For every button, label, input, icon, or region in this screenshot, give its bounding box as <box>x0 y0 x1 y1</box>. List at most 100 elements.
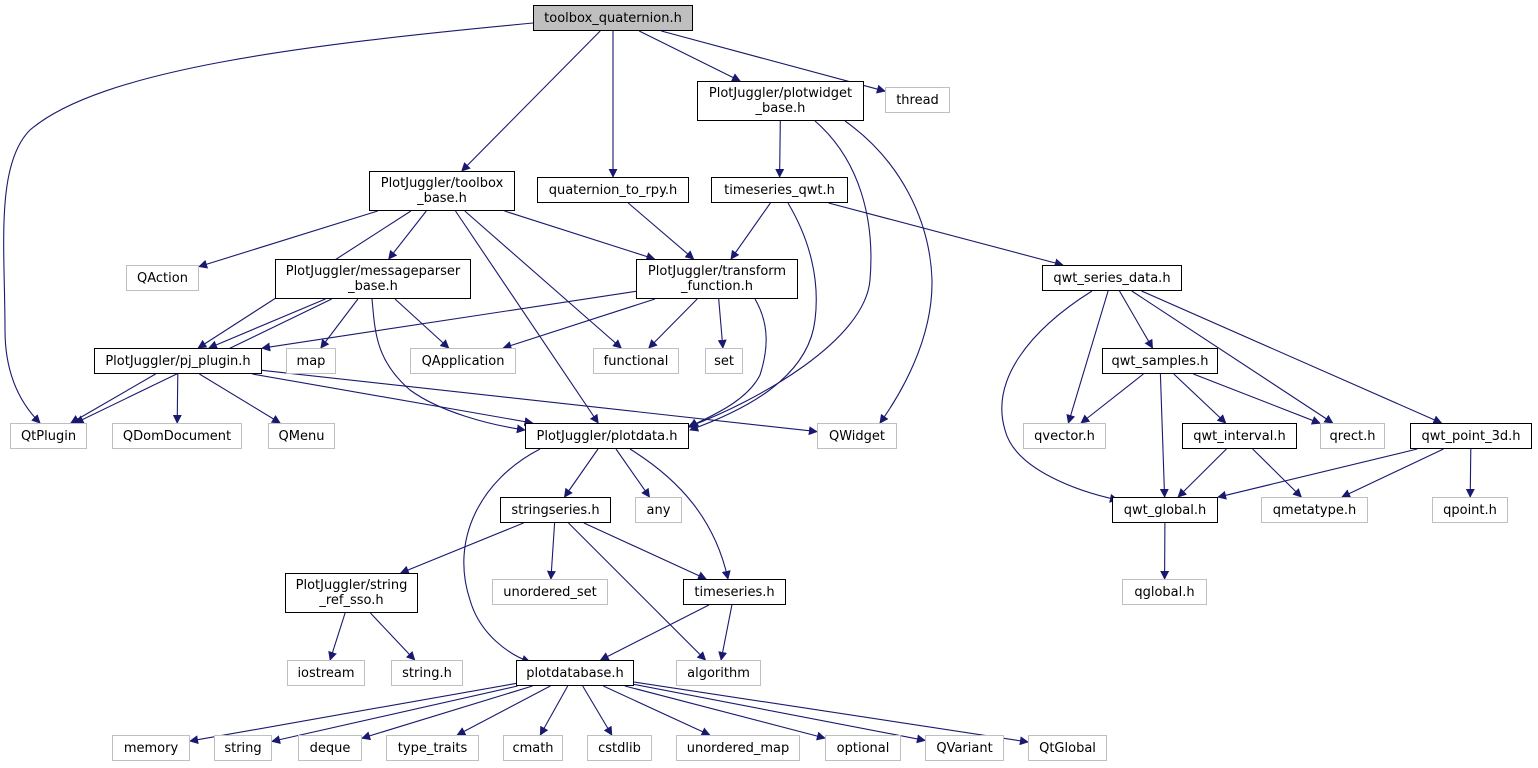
node-qdomdocument: QDomDocument <box>112 423 242 449</box>
edge-qwt-series-data-to-qwt-point-3d <box>1141 290 1443 424</box>
edge-stringseries-to-algorithm <box>568 522 707 661</box>
node-toolbox-quaternion[interactable]: toolbox_quaternion.h <box>533 5 693 31</box>
node-map: map <box>286 348 336 374</box>
edge-qwt-series-data-to-qwt-samples <box>1119 290 1153 349</box>
node-unordered-set: unordered_set <box>492 579 608 605</box>
node-qpoint: qpoint.h <box>1432 497 1508 523</box>
edge-pj-plugin-to-qmenu <box>199 373 281 424</box>
node-plotwidget-base[interactable]: PlotJuggler/plotwidget _base.h <box>697 81 864 121</box>
node-string-h: string.h <box>391 660 463 686</box>
node-set: set <box>705 348 743 374</box>
node-qvector: qvector.h <box>1023 423 1106 449</box>
edge-transform-function-to-qapplication <box>502 298 656 350</box>
edge-toolbox-base-to-messageparser-base <box>388 210 427 260</box>
edge-timeseries-qwt-to-transform-function <box>730 202 771 260</box>
node-plotdata[interactable]: PlotJuggler/plotdata.h <box>525 423 689 449</box>
edge-string-ref-sso-to-string-h <box>369 612 416 661</box>
node-memory: memory <box>112 735 190 761</box>
edge-plotdatabase-to-qvariant <box>633 683 926 744</box>
edge-qwt-interval-to-qmetatype <box>1252 448 1302 498</box>
node-string: string <box>214 735 272 761</box>
edge-toolbox-quaternion-to-qtplugin <box>3 22 534 424</box>
node-pj-plugin[interactable]: PlotJuggler/pj_plugin.h <box>94 348 262 374</box>
node-qaction: QAction <box>126 265 199 291</box>
node-qglobal: qglobal.h <box>1122 579 1207 605</box>
node-timeseries[interactable]: timeseries.h <box>683 579 786 605</box>
edge-qwt-point-3d-to-qpoint <box>1465 448 1475 498</box>
edge-plotdatabase-to-deque <box>361 685 533 741</box>
node-qwidget: QWidget <box>817 423 897 449</box>
edge-plotdatabase-to-type-traits <box>456 685 551 736</box>
edge-transform-function-to-functional <box>648 298 698 349</box>
edge-qwt-point-3d-to-qwt-global <box>1217 448 1418 500</box>
node-qwt-interval[interactable]: qwt_interval.h <box>1182 423 1297 449</box>
node-thread: thread <box>885 87 950 113</box>
node-plotdatabase[interactable]: plotdatabase.h <box>516 660 634 686</box>
edge-stringseries-to-unordered-set <box>546 522 556 580</box>
edge-transform-function-to-set <box>717 298 727 349</box>
node-type-traits: type_traits <box>386 735 479 761</box>
edge-stringseries-to-string-ref-sso <box>399 522 524 575</box>
edge-messageparser-base-to-pj-plugin <box>208 298 326 350</box>
node-cstdlib: cstdlib <box>587 735 652 761</box>
edge-plotdatabase-to-cmath <box>539 685 569 736</box>
edge-toolbox-base-to-transform-function <box>504 210 656 261</box>
edge-plotwidget-base-to-timeseries-qwt <box>775 120 785 178</box>
edge-string-ref-sso-to-iostream <box>328 612 346 661</box>
node-qwt-samples[interactable]: qwt_samples.h <box>1102 348 1218 374</box>
edge-pj-plugin-to-plotdata <box>252 373 534 427</box>
edge-timeseries-qwt-to-plotdata <box>689 202 817 432</box>
edge-plotdata-to-plotdatabase <box>463 448 541 664</box>
node-iostream: iostream <box>287 660 365 686</box>
node-transform-function[interactable]: PlotJuggler/transform _function.h <box>636 259 798 299</box>
edge-plotwidget-base-to-qwidget <box>844 120 933 424</box>
edge-messageparser-base-to-plotdata <box>371 298 526 434</box>
node-qwt-point-3d[interactable]: qwt_point_3d.h <box>1410 423 1532 449</box>
edge-toolbox-base-to-qaction <box>198 210 378 269</box>
node-stringseries[interactable]: stringseries.h <box>500 497 611 523</box>
node-functional: functional <box>593 348 679 374</box>
edge-plotdatabase-to-unordered-map <box>603 685 711 736</box>
edge-toolbox-quaternion-to-toolbox-base <box>461 30 601 172</box>
edge-quaternion-to-rpy-to-transform-function <box>627 202 695 260</box>
node-cmath: cmath <box>503 735 563 761</box>
node-messageparser-base[interactable]: PlotJuggler/messageparser _base.h <box>275 259 471 299</box>
edge-toolbox-base-to-plotdata <box>455 210 599 424</box>
edge-stringseries-to-timeseries <box>583 522 707 580</box>
edge-qwt-samples-to-qwt-global <box>1159 373 1169 498</box>
node-string-ref-sso[interactable]: PlotJuggler/string _ref_sso.h <box>285 573 418 613</box>
node-quaternion-to-rpy[interactable]: quaternion_to_rpy.h <box>537 177 689 203</box>
edge-qwt-series-data-to-qrect <box>1131 290 1334 424</box>
edge-timeseries-qwt-to-qwt-series-data <box>828 202 1064 268</box>
edge-plotdata-to-timeseries <box>629 448 731 580</box>
edge-qwt-samples-to-qvector <box>1080 373 1144 424</box>
edge-plotdatabase-to-memory <box>189 682 517 745</box>
node-unordered-map: unordered_map <box>676 735 800 761</box>
node-qwt-global[interactable]: qwt_global.h <box>1112 497 1218 523</box>
node-qtplugin: QtPlugin <box>10 423 87 449</box>
node-deque: deque <box>298 735 362 761</box>
edge-plotwidget-base-to-plotdata <box>687 120 872 429</box>
node-any: any <box>635 497 682 523</box>
edge-plotdatabase-to-qtglobal <box>633 681 1029 746</box>
edge-qwt-series-data-to-qwt-global <box>1001 290 1119 503</box>
edge-pj-plugin-to-qtplugin <box>70 373 156 424</box>
edge-transform-function-to-pj-plugin <box>261 290 637 352</box>
edge-qwt-samples-to-qwt-interval <box>1173 373 1227 424</box>
edge-pj-plugin-to-qdomdocument <box>172 373 182 424</box>
edge-plotdatabase-to-string <box>271 685 518 745</box>
edge-plotdata-to-any <box>615 448 651 498</box>
node-toolbox-base[interactable]: PlotJuggler/toolbox _base.h <box>369 171 515 211</box>
node-qwt-series-data[interactable]: qwt_series_data.h <box>1042 265 1182 291</box>
edge-plotdata-to-stringseries <box>563 448 599 498</box>
node-timeseries-qwt[interactable]: timeseries_qwt.h <box>711 177 848 203</box>
edge-pj-plugin-to-qwidget <box>261 369 818 436</box>
node-qrect: qrect.h <box>1320 423 1385 449</box>
edge-timeseries-to-algorithm <box>718 604 733 661</box>
node-optional: optional <box>825 735 901 761</box>
edge-toolbox-base-to-functional <box>464 210 622 349</box>
edge-timeseries-to-plotdatabase <box>599 604 710 661</box>
node-algorithm: algorithm <box>676 660 761 686</box>
